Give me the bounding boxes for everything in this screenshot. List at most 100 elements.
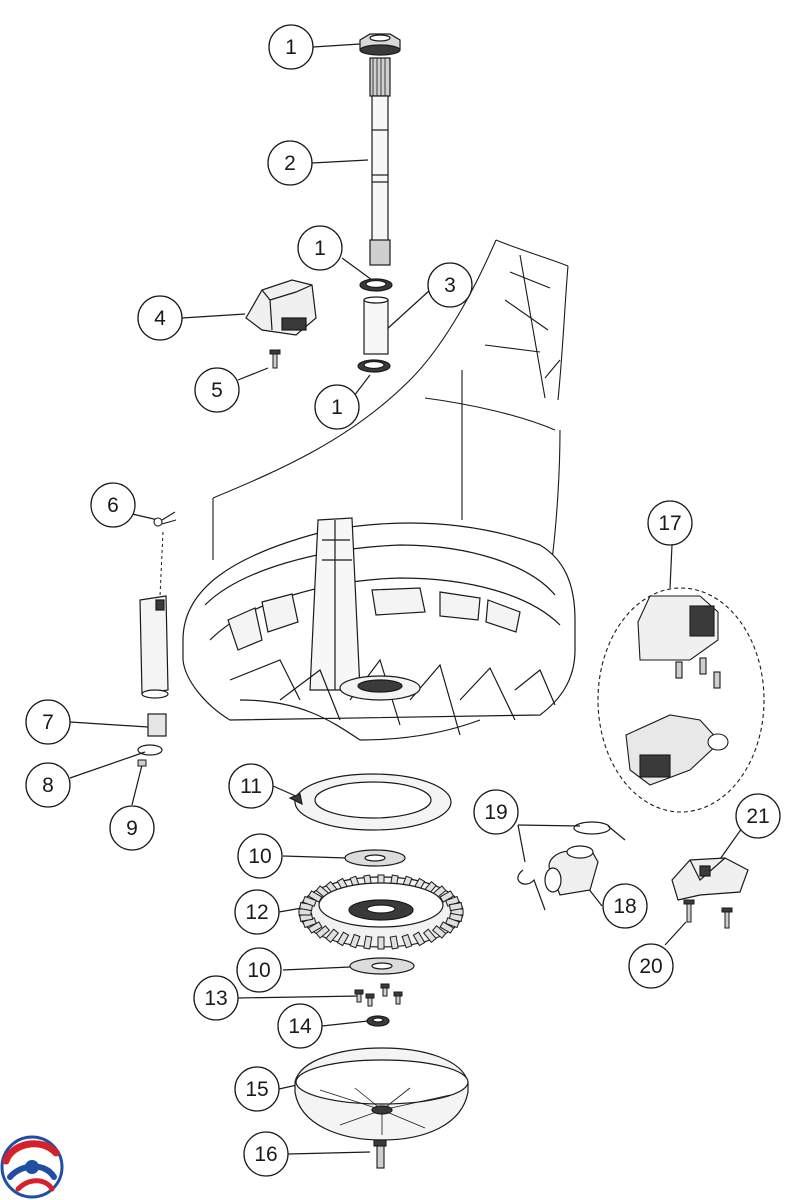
part-1-bearing-low xyxy=(357,359,391,373)
callout-number: 10 xyxy=(248,845,271,868)
callout-number: 9 xyxy=(126,817,138,840)
part-3-sleeve xyxy=(363,296,389,355)
brand-logo-icon xyxy=(0,1135,64,1199)
callout-number: 14 xyxy=(288,1015,312,1038)
callout-number: 21 xyxy=(746,805,769,828)
callout-17: 17 xyxy=(647,500,693,546)
callout-2: 2 xyxy=(267,140,313,186)
callout-15: 15 xyxy=(234,1066,280,1112)
callout-circle xyxy=(647,500,693,546)
callout-4: 4 xyxy=(137,295,183,341)
callout-11: 11 xyxy=(228,763,274,809)
callout-16: 16 xyxy=(243,1131,289,1177)
callout-number: 3 xyxy=(444,274,456,297)
callout-circle xyxy=(193,975,239,1021)
callout-12: 12 xyxy=(234,889,280,935)
part-16-bolt xyxy=(373,1139,387,1169)
callout-number: 11 xyxy=(240,775,262,798)
dashed-guide-line xyxy=(159,531,164,597)
callout-circle xyxy=(473,789,519,835)
callout-circle xyxy=(628,943,674,989)
callout-1: 1 xyxy=(297,225,343,271)
callout-10: 10 xyxy=(236,947,282,993)
callout-circle xyxy=(427,262,473,308)
part-6-clip xyxy=(153,511,177,527)
part-14-nut xyxy=(366,1015,390,1027)
gear-tooth xyxy=(445,917,460,929)
part-1-bearing-mid xyxy=(359,278,393,292)
callout-number: 10 xyxy=(247,959,270,982)
part-9-clip xyxy=(137,759,147,767)
callout-number: 1 xyxy=(314,237,326,260)
part-12-pulley xyxy=(298,874,464,950)
gear-tooth xyxy=(377,936,385,950)
part-21-bracket xyxy=(671,857,749,901)
part-17-pump-assembly xyxy=(597,587,765,813)
gear-tooth xyxy=(401,933,413,949)
callout-circle xyxy=(297,225,343,271)
part-18-elbow xyxy=(544,845,599,896)
gear-tooth xyxy=(389,935,399,950)
gear-tooth xyxy=(431,925,447,939)
callout-10: 10 xyxy=(237,833,283,879)
callout-circle xyxy=(234,889,280,935)
part-11-ring xyxy=(288,773,452,831)
callout-number: 20 xyxy=(639,955,662,978)
callout-number: 6 xyxy=(107,494,119,517)
callout-number: 4 xyxy=(154,307,166,330)
callout-number: 18 xyxy=(613,895,636,918)
callout-number: 5 xyxy=(211,379,223,402)
gear-tooth xyxy=(349,933,361,949)
callout-number: 7 xyxy=(42,711,54,734)
callout-circle xyxy=(243,1131,289,1177)
callout-19: 19 xyxy=(473,789,519,835)
callout-circle xyxy=(90,482,136,528)
callout-number: 1 xyxy=(331,396,343,419)
callout-circle xyxy=(234,1066,280,1112)
callout-circle xyxy=(109,805,155,851)
callout-20: 20 xyxy=(628,943,674,989)
callout-number: 12 xyxy=(245,901,268,924)
callout-number: 17 xyxy=(658,512,681,535)
callout-1: 1 xyxy=(314,384,360,430)
callout-number: 16 xyxy=(254,1143,277,1166)
gear-tooth xyxy=(439,921,455,934)
agitator-base-assembly xyxy=(182,517,576,741)
callout-circle xyxy=(602,883,648,929)
callout-6: 6 xyxy=(90,482,136,528)
part-10-washer-lower xyxy=(349,957,415,975)
callout-1: 1 xyxy=(268,24,314,70)
callout-9: 9 xyxy=(109,805,155,851)
callout-8: 8 xyxy=(25,762,71,808)
callout-5: 5 xyxy=(194,367,240,413)
part-10-washer-upper xyxy=(344,849,406,867)
part-8-ring xyxy=(137,744,163,756)
gear-tooth xyxy=(336,931,350,947)
gear-tooth xyxy=(422,928,437,943)
part-7-tube xyxy=(139,595,169,737)
gear-tooth xyxy=(307,921,323,934)
callout-number: 15 xyxy=(245,1078,268,1101)
part-5-screw xyxy=(269,349,281,369)
part-15-cover xyxy=(294,1047,469,1141)
callout-circle xyxy=(137,295,183,341)
callout-circle xyxy=(25,699,71,745)
callout-circle xyxy=(228,763,274,809)
callout-7: 7 xyxy=(25,699,71,745)
callout-circle xyxy=(194,367,240,413)
callout-number: 1 xyxy=(285,36,297,59)
callout-circle xyxy=(267,140,313,186)
callout-number: 19 xyxy=(484,801,507,824)
part-1-nut-top xyxy=(359,33,401,56)
callout-circle xyxy=(268,24,314,70)
gear-tooth xyxy=(412,931,426,947)
callout-3: 3 xyxy=(427,262,473,308)
callout-number: 2 xyxy=(284,152,296,175)
callout-circle xyxy=(314,384,360,430)
callout-number: 13 xyxy=(204,987,227,1010)
part-19-clamps xyxy=(517,821,626,911)
callout-circle xyxy=(277,1003,323,1049)
part-2-shaft xyxy=(369,57,391,266)
callout-circle xyxy=(237,833,283,879)
